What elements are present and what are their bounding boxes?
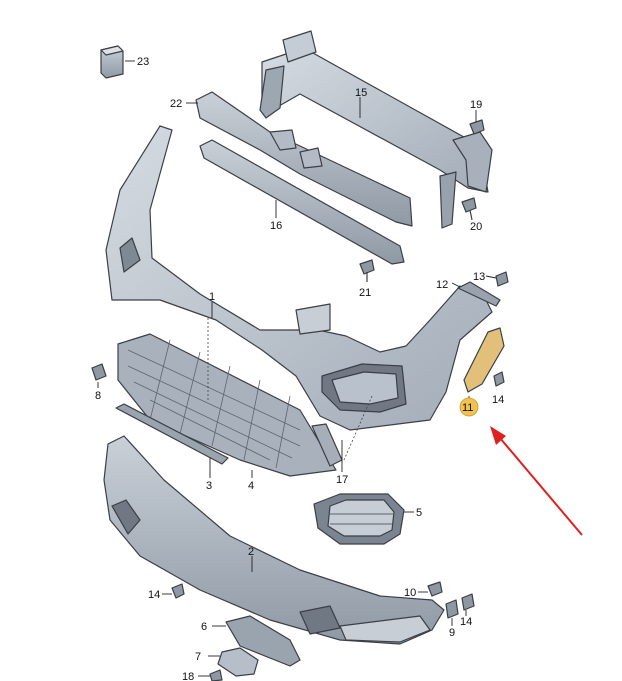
callout-6: 6 (201, 621, 207, 633)
part-22-energy-absorber (195, 91, 413, 227)
part-6-cover (225, 615, 301, 667)
part-5-fog-lamp-grille (313, 493, 405, 545)
part-14-clip-right (493, 371, 505, 387)
part-12-bracket (457, 281, 501, 307)
callout-4: 4 (248, 480, 254, 492)
part-9-clip (445, 599, 459, 619)
callout-21: 21 (359, 287, 371, 299)
part-8-clip (91, 363, 107, 381)
part-19-bolt (469, 119, 485, 135)
callout-18: 18 (182, 671, 194, 681)
red-pointer-arrow (490, 426, 583, 536)
part-20-bolt (461, 197, 477, 221)
part-16-guide-strip (199, 139, 405, 265)
callout-16: 16 (270, 220, 282, 232)
callout-13: 13 (473, 271, 485, 283)
callout-15: 15 (355, 87, 367, 99)
callout-17: 17 (336, 474, 348, 486)
part-10-screw (427, 581, 443, 597)
callout-11-badge (459, 397, 479, 417)
part-14-clip-lower-right (461, 593, 475, 611)
part-11-guide-highlighted (463, 327, 505, 393)
callout-20: 20 (470, 221, 482, 233)
part-7-tow-hook-cover (217, 647, 259, 677)
callout-3: 3 (206, 480, 212, 492)
callout-11: 11 (462, 402, 473, 414)
part-2-lower-spoiler (103, 435, 445, 645)
part-18-screw (209, 669, 223, 681)
callout-10: 10 (404, 587, 416, 599)
callout-9: 9 (449, 627, 455, 639)
callout-7: 7 (195, 651, 201, 663)
part-13-bolt (495, 271, 509, 287)
callout-5: 5 (416, 507, 422, 519)
callout-22: 22 (170, 98, 182, 110)
callout-8: 8 (95, 390, 101, 402)
part-14-clip-left (171, 583, 185, 599)
part-23-clip (100, 45, 124, 79)
callout-1: 1 (209, 291, 215, 303)
part-4-grille (117, 333, 337, 477)
part-1-bumper-cover (105, 125, 493, 431)
part-3-trim-strip (115, 403, 229, 465)
callout-14-left: 14 (148, 589, 160, 601)
part-21-screw (359, 259, 375, 282)
callout-19: 19 (470, 99, 482, 111)
callout-12: 12 (436, 279, 448, 291)
callout-14-right: 14 (492, 394, 504, 406)
callout-23: 23 (137, 56, 149, 68)
part-15-bumper-carrier (259, 30, 493, 229)
callout-14-lower-right: 14 (460, 616, 472, 628)
callout-2: 2 (248, 546, 254, 558)
